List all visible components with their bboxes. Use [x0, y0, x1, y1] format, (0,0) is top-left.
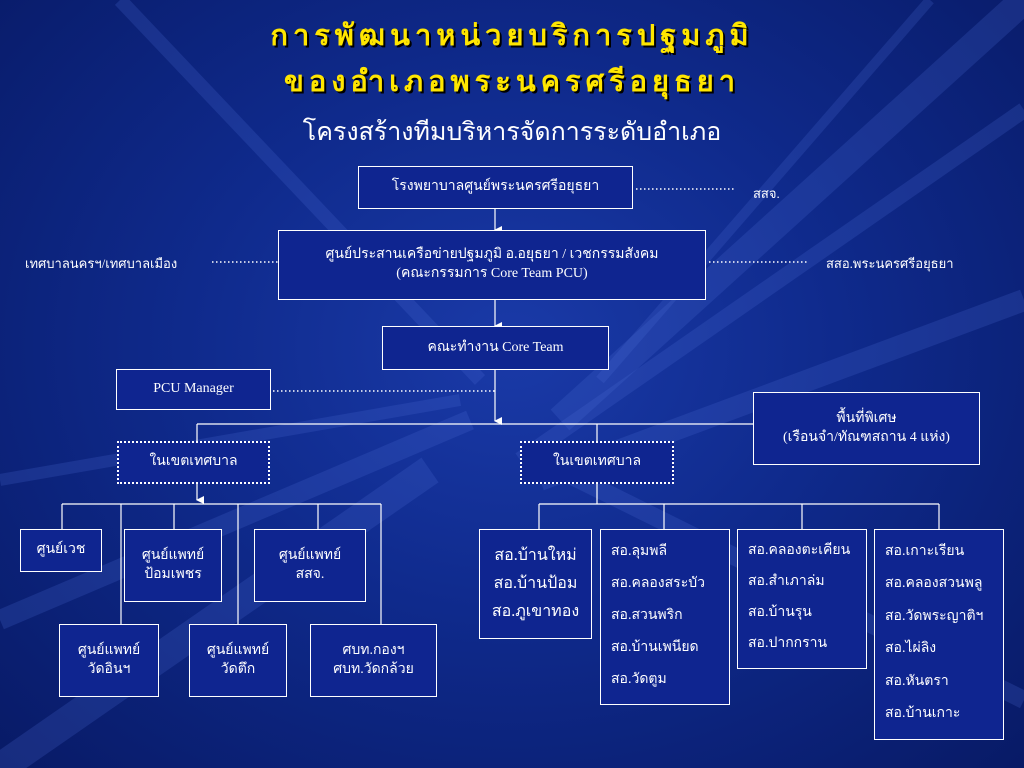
leaf-watteuk-box: ศูนย์แพทย์ วัดตึก: [189, 624, 287, 697]
leaf-ssj-line-1: ศูนย์แพทย์: [278, 547, 342, 563]
pcu-manager-label: PCU Manager: [153, 381, 234, 397]
coordination-center-line-1: ศูนย์ประสานเครือข่ายปฐมภูมิ อ.อยุธยา / เ…: [325, 247, 659, 263]
coordination-center-box: ศูนย์ประสานเครือข่ายปฐมภูมิ อ.อยุธยา / เ…: [278, 230, 706, 300]
hospital-box: โรงพยาบาลศูนย์พระนครศรีอยุธยา: [358, 166, 633, 209]
special-area-box: พื้นที่พิเศษ (เรือนจำ/ทัณฑสถาน 4 แห่ง): [753, 392, 980, 465]
coordination-center-line-2: (คณะกรรมการ Core Team PCU): [396, 266, 588, 281]
leaf-pomphet-box: ศูนย์แพทย์ ป้อมเพชร: [124, 529, 222, 602]
leaf-watteuk-line-2: วัดตึก: [220, 661, 256, 677]
health-station-group-4: สอ.เกาะเรียน สอ.คลองสวนพลู สอ.วัดพระญาติ…: [874, 529, 1004, 740]
group3-item-1: สอ.คลองตะเคียน: [748, 543, 851, 559]
group4-item-1: สอ.เกาะเรียน: [885, 543, 965, 559]
leaf-vech-label: ศูนย์เวช: [36, 542, 86, 558]
health-station-group-2: สอ.ลุมพลี สอ.คลองสระบัว สอ.สวนพริก สอ.บ้…: [600, 529, 730, 705]
group3-item-2: สอ.สำเภาล่ม: [748, 574, 825, 590]
leaf-sbt-line-1: ศบท.กองฯ: [342, 642, 405, 658]
group4-item-3: สอ.วัดพระญาติฯ: [885, 608, 984, 624]
leaf-watteuk-line-1: ศูนย์แพทย์: [206, 642, 270, 658]
zone-left-box: ในเขตเทศบาล: [117, 441, 270, 484]
leaf-sbt-box: ศบท.กองฯ ศบท.วัดกล้วย: [310, 624, 437, 697]
municipality-label: เทศบาลนครฯ/เทศบาลเมือง: [25, 256, 178, 271]
health-station-group-1: สอ.บ้านใหม่ สอ.บ้านป้อม สอ.ภูเขาทอง: [479, 529, 592, 639]
leaf-watin-line-1: ศูนย์แพทย์: [77, 642, 141, 658]
group2-item-1: สอ.ลุมพลี: [611, 543, 668, 559]
slide-subtitle: โครงสร้างทีมบริหารจัดการระดับอำเภอ: [302, 119, 722, 146]
health-station-group-3: สอ.คลองตะเคียน สอ.สำเภาล่ม สอ.บ้านรุน สอ…: [737, 529, 867, 669]
hospital-label: โรงพยาบาลศูนย์พระนครศรีอยุธยา: [391, 179, 600, 195]
leaf-ssj-line-2: สสจ.: [295, 566, 325, 582]
leaf-ssj-box: ศูนย์แพทย์ สสจ.: [254, 529, 366, 602]
leaf-pomphet-line-2: ป้อมเพชร: [144, 566, 202, 582]
group2-item-2: สอ.คลองสระบัว: [611, 575, 705, 591]
group4-item-4: สอ.ไผ่ลิง: [885, 641, 937, 657]
group4-item-6: สอ.บ้านเกาะ: [885, 706, 961, 722]
group2-item-5: สอ.วัดตูม: [611, 671, 667, 687]
leaf-watin-box: ศูนย์แพทย์ วัดอินฯ: [59, 624, 159, 697]
ssj-label: สสจ.: [753, 186, 780, 201]
group2-item-3: สอ.สวนพริก: [611, 607, 683, 623]
zone-right-label: ในเขตเทศบาล: [552, 454, 642, 470]
group4-item-5: สอ.หันตรา: [885, 673, 949, 689]
slide-title-line-1: การพัฒนาหน่วยบริการปฐมภูมิ: [270, 18, 754, 52]
group1-item-2: สอ.บ้านป้อม: [493, 575, 578, 592]
leaf-vech-box: ศูนย์เวช: [20, 529, 102, 572]
working-group-label: คณะทำงาน Core Team: [427, 339, 564, 355]
special-area-line-1: พื้นที่พิเศษ: [836, 410, 897, 426]
group1-item-3: สอ.ภูเขาทอง: [491, 603, 580, 620]
working-group-box: คณะทำงาน Core Team: [382, 326, 609, 370]
zone-left-label: ในเขตเทศบาล: [149, 454, 238, 470]
group3-item-4: สอ.ปากกราน: [748, 636, 828, 652]
pcu-manager-box: PCU Manager: [116, 369, 271, 410]
leaf-sbt-line-2: ศบท.วัดกล้วย: [333, 661, 414, 677]
leaf-pomphet-line-1: ศูนย์แพทย์: [141, 547, 205, 563]
group3-item-3: สอ.บ้านรุน: [748, 605, 812, 621]
group1-item-1: สอ.บ้านใหม่: [494, 547, 577, 564]
special-area-line-2: (เรือนจำ/ทัณฑสถาน 4 แห่ง): [783, 429, 950, 445]
slide-title-line-2: ของอำเภอพระนครศรีอยุธยา: [284, 64, 740, 98]
group2-item-4: สอ.บ้านเพนียด: [611, 639, 699, 655]
district-office-label: สสอ.พระนครศรีอยุธยา: [826, 256, 954, 271]
group4-item-2: สอ.คลองสวนพลู: [885, 576, 983, 592]
leaf-watin-line-2: วัดอินฯ: [87, 661, 131, 677]
zone-right-box: ในเขตเทศบาล: [520, 441, 674, 484]
